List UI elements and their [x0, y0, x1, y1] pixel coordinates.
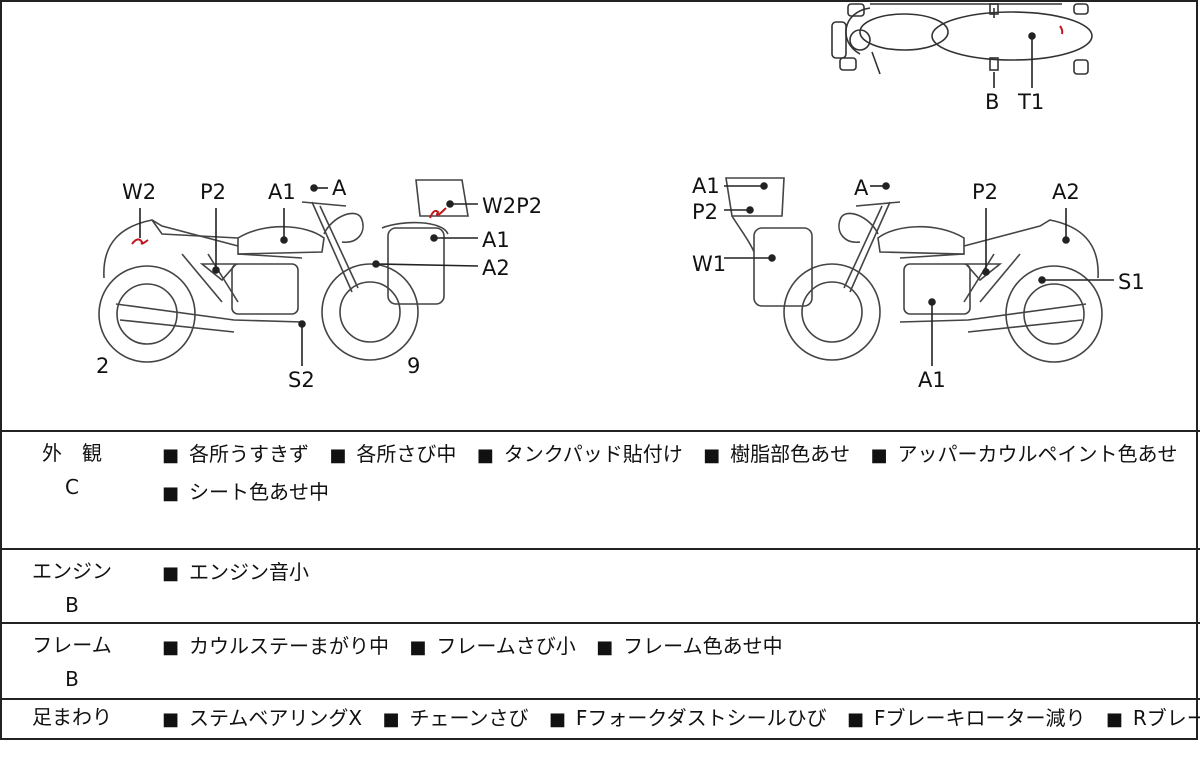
condition-item: ■ シート色あせ中 — [162, 480, 329, 504]
item-text: タンクパッド貼付け — [503, 442, 683, 466]
condition-sheet: B T1 W2 P2 A1 A W2P2 A1 A2 2 S2 9 A1 A P… — [0, 0, 1200, 740]
inspection-row-engine: エンジン B ■ エンジン音小 — [2, 548, 1200, 622]
condition-item: ■ タンクパッド貼付け — [477, 442, 683, 466]
condition-item: ■ 各所さび中 — [329, 442, 456, 466]
bullet-square-icon: ■ — [870, 445, 888, 466]
item-list: ■ 各所うすきず ■ 各所さび中 ■ タンクパッド貼付け ■ 樹脂部色あせ ■ アッパーカ… — [162, 436, 1200, 512]
item-text: Rブレーキ — [1132, 706, 1200, 730]
right-view-label-a: A — [854, 176, 869, 200]
top-view-motorcycle — [831, 3, 1093, 75]
bullet-square-icon: ■ — [476, 445, 494, 466]
item-line: ■ 各所うすきず ■ 各所さび中 ■ タンクパッド貼付け ■ 樹脂部色あせ ■ アッパーカ… — [162, 436, 1200, 474]
condition-item: ■ アッパーカウルペイント色あせ — [871, 442, 1178, 466]
bullet-square-icon: ■ — [162, 563, 180, 584]
item-text: ステムベアリングX — [189, 706, 363, 730]
item-list: ■ カウルステーまがり中 ■ フレームさび小 ■ フレーム色あせ中 — [162, 628, 1200, 666]
grade-label: C — [65, 475, 79, 499]
item-text: チェーンさび — [409, 706, 529, 730]
item-line: ■ カウルステーまがり中 ■ フレームさび小 ■ フレーム色あせ中 — [162, 628, 1200, 666]
left-view-label-9: 9 — [407, 354, 421, 378]
damage-diagram: B T1 W2 P2 A1 A W2P2 A1 A2 2 S2 9 A1 A P… — [2, 2, 1200, 430]
right-view-label-a1-cowl: A1 — [692, 174, 720, 198]
inspection-row-frame: フレーム B ■ カウルステーまがり中 ■ フレームさび小 ■ フレーム色あせ中 — [2, 622, 1200, 698]
left-view-label-a1-tank: A1 — [268, 180, 296, 204]
condition-item: ■ フレームさび小 — [409, 634, 575, 658]
right-view-label-p2-pad: P2 — [972, 180, 999, 204]
item-text: 各所うすきず — [189, 442, 310, 466]
row-heading: フレーム B — [24, 628, 120, 696]
condition-item: ■ フレーム色あせ中 — [596, 634, 782, 658]
item-list: ■ エンジン音小 — [162, 554, 1200, 592]
left-view-label-a2: A2 — [482, 256, 510, 280]
condition-item: ■ エンジン音小 — [162, 560, 309, 584]
condition-item: ■チェーンさび — [382, 706, 528, 730]
bullet-square-icon: ■ — [162, 637, 180, 658]
inspection-row-exterior: 外 観 C ■ 各所うすきず ■ 各所さび中 ■ タンクパッド貼付け ■ 樹脂部色あせ … — [2, 430, 1200, 548]
item-text: アッパーカウルペイント色あせ — [897, 442, 1178, 466]
category-label: 足まわり — [32, 705, 112, 729]
left-view-damage-mark-2 — [429, 207, 447, 219]
left-view-label-w2: W2 — [122, 180, 157, 204]
bullet-square-icon: ■ — [409, 637, 427, 658]
row-heading: エンジン B — [24, 554, 120, 622]
condition-item: ■Fフォークダストシールひび — [549, 706, 827, 730]
motorcycle-diagrams — [98, 3, 1114, 366]
top-view-damage-mark — [1059, 25, 1064, 35]
grade-label: B — [65, 667, 79, 691]
bullet-square-icon: ■ — [703, 445, 721, 466]
item-list: ■ステムベアリングX ■チェーンさび ■Fフォークダストシールひび ■Fブレーキ… — [162, 700, 1200, 738]
condition-item: ■Rブレーキ — [1106, 706, 1200, 730]
bullet-square-icon: ■ — [162, 445, 180, 466]
right-view-label-s1: S1 — [1118, 270, 1145, 294]
condition-item: ■ステムベアリングX — [162, 706, 362, 730]
condition-item: ■ 各所うすきず — [162, 442, 309, 466]
condition-item: ■ 樹脂部色あせ — [703, 442, 850, 466]
right-view-leader-lines — [724, 182, 1114, 366]
category-label: エンジン — [32, 559, 112, 583]
item-text: 樹脂部色あせ — [730, 442, 851, 466]
item-line: ■ステムベアリングX ■チェーンさび ■Fフォークダストシールひび ■Fブレーキ… — [162, 700, 1200, 738]
left-view-label-w2p2: W2P2 — [482, 194, 543, 218]
left-view-label-2: 2 — [96, 354, 110, 378]
item-text: Fブレーキローター減り — [873, 706, 1086, 730]
item-text: 各所さび中 — [356, 442, 457, 466]
right-view-motorcycle — [725, 177, 1103, 363]
right-view-label-w1: W1 — [692, 252, 727, 276]
left-view-label-a1-cowl: A1 — [482, 228, 510, 252]
right-view-label-a1-engine: A1 — [918, 368, 946, 392]
top-view-label-t1: T1 — [1018, 90, 1045, 114]
item-text: カウルステーまがり中 — [189, 634, 390, 658]
item-text: フレームさび小 — [436, 634, 576, 658]
left-view-label-a: A — [332, 176, 347, 200]
category-label: 外 観 — [42, 441, 102, 465]
right-view-label-p2-cowl: P2 — [692, 200, 719, 224]
top-view-leader-lines — [993, 32, 1036, 88]
item-text: シート色あせ中 — [189, 480, 330, 504]
item-text: Fフォークダストシールひび — [575, 706, 827, 730]
row-heading: 外 観 C — [24, 436, 120, 504]
item-line: ■ エンジン音小 — [162, 554, 1200, 592]
left-view-damage-mark-1 — [131, 238, 149, 245]
condition-item: ■ カウルステーまがり中 — [162, 634, 389, 658]
left-view-label-s2: S2 — [288, 368, 315, 392]
left-view-label-p2: P2 — [200, 180, 227, 204]
bullet-square-icon: ■ — [329, 445, 347, 466]
left-view-leader-lines — [139, 184, 479, 366]
bullet-square-icon: ■ — [596, 637, 614, 658]
left-view-motorcycle — [98, 179, 469, 363]
item-text: フレーム色あせ中 — [623, 634, 783, 658]
condition-item: ■Fブレーキローター減り — [847, 706, 1086, 730]
item-line: ■ シート色あせ中 — [162, 474, 1200, 512]
row-heading: 足まわり — [24, 700, 120, 734]
bullet-square-icon: ■ — [162, 483, 180, 504]
grade-label: B — [65, 593, 79, 617]
item-text: エンジン音小 — [189, 560, 310, 584]
category-label: フレーム — [32, 633, 112, 657]
inspection-row-suspension: 足まわり ■ステムベアリングX ■チェーンさび ■Fフォークダストシールひび ■… — [2, 698, 1200, 758]
top-view-label-b: B — [985, 90, 1000, 114]
right-view-label-a2: A2 — [1052, 180, 1080, 204]
